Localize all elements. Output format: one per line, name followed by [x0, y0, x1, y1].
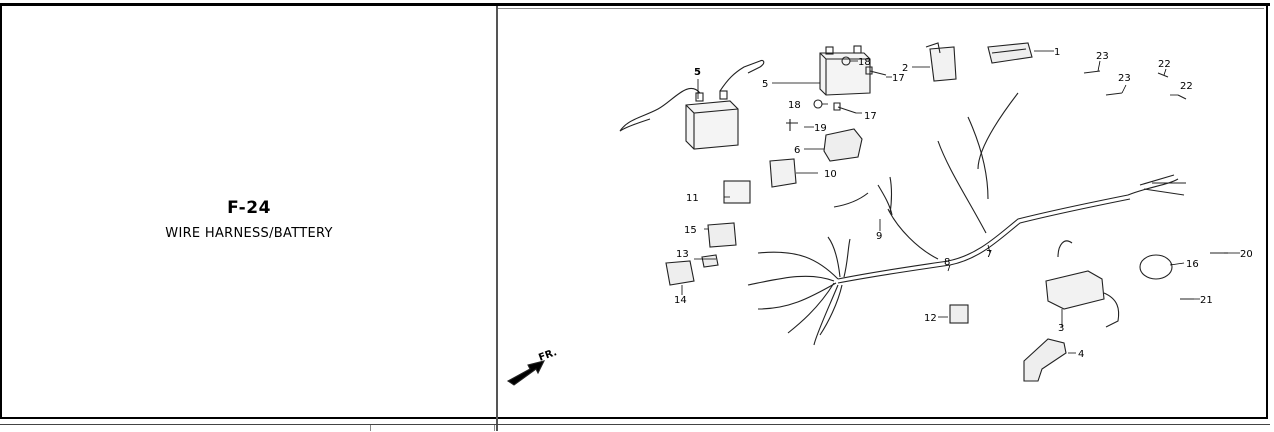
- callout-12: 12: [924, 313, 937, 324]
- section-code: F-24: [227, 198, 271, 218]
- fuse-box-and-relay: [925, 42, 1033, 82]
- callout-8: 8: [944, 257, 950, 268]
- exploded-parts-diagram: 1 2 3 4 5 5 6 7 8 9 10 11 12 13 14 15 16…: [506, 42, 1253, 386]
- callout-16: 16: [1186, 259, 1199, 270]
- callout-leaders: [681, 50, 1240, 354]
- main-wire-harness: [747, 92, 1186, 346]
- callout-3: 3: [1058, 323, 1064, 334]
- callout-2: 2: [902, 63, 908, 74]
- callout-5b: 5: [762, 79, 768, 90]
- battery-with-cable: [619, 59, 765, 150]
- callout-23a: 23: [1096, 51, 1109, 62]
- callout-20: 20: [1240, 249, 1253, 260]
- callout-17a: 17: [892, 73, 905, 84]
- direction-arrow-icon: [506, 360, 546, 386]
- part-info-cell: F-24 WIRE HARNESS/BATTERY: [2, 6, 496, 418]
- next-row-border: [0, 424, 1270, 432]
- part-14: [665, 260, 695, 286]
- callout-11: 11: [686, 193, 699, 204]
- callout-9: 9: [876, 231, 882, 242]
- part-11: [723, 180, 751, 204]
- callout-14: 14: [674, 295, 687, 306]
- callout-17b: 17: [864, 111, 877, 122]
- callout-22b: 22: [1180, 81, 1193, 92]
- callout-22a: 22: [1158, 59, 1171, 70]
- next-row-cell-divider: [494, 425, 495, 431]
- callout-labels: 1 2 3 4 5 5 6 7 8 9 10 11 12 13 14 15 16…: [537, 47, 1252, 364]
- ignition-coil: [1045, 270, 1105, 310]
- part-15: [707, 222, 737, 248]
- callout-1: 1: [1054, 47, 1060, 58]
- callout-21: 21: [1200, 295, 1213, 306]
- callout-15: 15: [684, 225, 697, 236]
- callout-10: 10: [824, 169, 837, 180]
- callout-7: 7: [986, 249, 992, 260]
- part-13: [701, 254, 719, 268]
- callout-23b: 23: [1118, 73, 1131, 84]
- callout-18b: 18: [788, 100, 801, 111]
- callout-19: 19: [814, 123, 827, 134]
- connector-6: [823, 128, 863, 162]
- spark-plug-cap: [1023, 338, 1067, 382]
- column-divider: [496, 6, 498, 431]
- callout-18a: 18: [858, 57, 871, 68]
- battery: [819, 45, 871, 96]
- callout-5a: 5: [694, 67, 701, 78]
- part-12: [949, 304, 969, 324]
- front-direction-label: FR.: [537, 347, 558, 364]
- hose-clamp: [1139, 254, 1173, 280]
- diagram-cell-border: [498, 8, 1264, 9]
- table-frame: [0, 4, 1268, 419]
- section-title: WIRE HARNESS/BATTERY: [165, 226, 333, 241]
- relay-10: [769, 158, 797, 188]
- callout-6: 6: [794, 145, 800, 156]
- callout-4: 4: [1078, 349, 1084, 360]
- next-row-cell-divider: [370, 425, 371, 431]
- callout-13: 13: [676, 249, 689, 260]
